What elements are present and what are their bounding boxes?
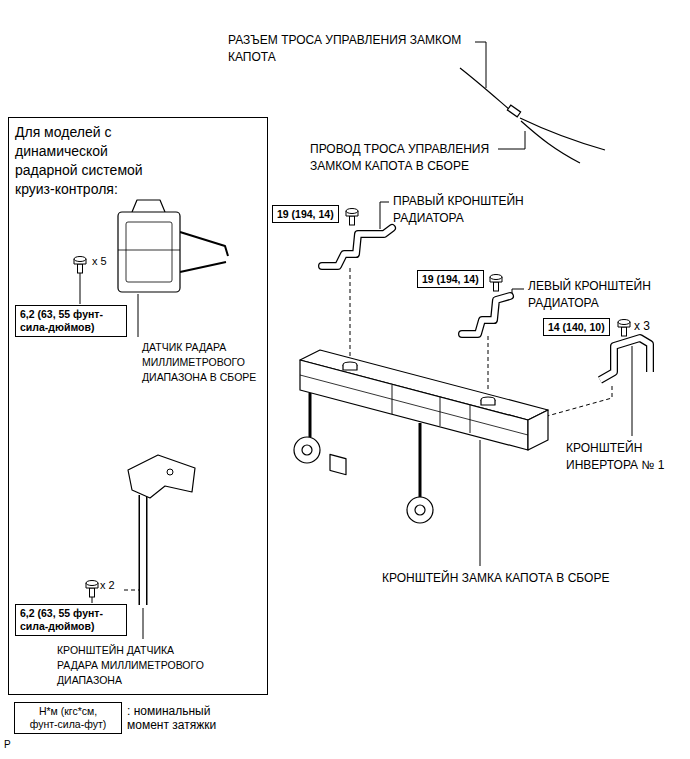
leader-line <box>143 608 144 639</box>
torque-value: Н*м (кгс*см, фунт-сила-фут) <box>27 705 109 731</box>
hood-lock-cable <box>460 68 510 110</box>
part-label: РАЗЪЕМ ТРОСА УПРАВЛЕНИЯ ЗАМКОМ КАПОТА <box>228 32 483 66</box>
leader-line <box>80 272 81 304</box>
sensor-bracket <box>167 469 173 475</box>
leader-line <box>475 42 486 88</box>
leader-line <box>512 289 524 295</box>
radar-sensor <box>118 250 180 251</box>
inverter-bracket <box>600 338 650 380</box>
torque-value: 19 (194, 14) <box>422 272 479 286</box>
assembly-dashed-line <box>350 268 351 356</box>
hood-lock-cable <box>520 118 605 150</box>
torque-value: 19 (194, 14) <box>277 207 334 221</box>
assembly-dashed-line <box>124 268 612 590</box>
leader-line <box>80 42 632 639</box>
radiator-bracket <box>462 296 510 334</box>
sensor-bracket <box>140 495 146 605</box>
torque-spec-box: 14 (140, 10) <box>543 318 610 336</box>
torque-spec-box: 19 (194, 14) <box>272 205 339 223</box>
hood-lock-support <box>309 393 312 437</box>
radiator-bracket <box>322 228 392 266</box>
radar-sensor <box>118 212 180 292</box>
leader-line <box>380 202 389 229</box>
hood-lock-support <box>415 505 425 515</box>
leader-line <box>138 294 139 337</box>
bolt-symbol <box>490 275 502 292</box>
part-label: ДАТЧИК РАДАРА МИЛЛИМЕТРОВОГО ДИАПАЗОНА В… <box>142 340 263 385</box>
hood-lock-support <box>481 400 495 405</box>
hood-lock-support <box>407 497 433 523</box>
inverter-bracket <box>600 338 650 380</box>
leader-line <box>632 346 633 436</box>
legend-explanation: : номинальный момент затяжки <box>127 704 227 732</box>
figure-code: P <box>4 738 11 752</box>
hood-lock-cable <box>507 105 520 117</box>
radiator-bracket <box>322 228 392 266</box>
condition-heading: Для моделей с динамической радарной сист… <box>15 123 155 199</box>
hood-lock-support <box>302 445 312 455</box>
leader-line <box>480 440 481 566</box>
inverter-bracket <box>600 338 650 380</box>
part-label: ПРАВЫЙ КРОНШТЕЙН РАДИАТОРА <box>393 193 543 227</box>
part-label: ЛЕВЫЙ КРОНШТЕЙН РАДИАТОРА <box>528 278 678 312</box>
hood-lock-support <box>330 454 346 474</box>
bolt-symbol <box>86 581 98 598</box>
quantity-label: x 5 <box>92 254 107 269</box>
part-label: ПРОВОД ТРОСА УПРАВЛЕНИЯ ЗАМКОМ КАПОТА В … <box>310 141 515 175</box>
hood-lock-support <box>300 375 528 435</box>
torque-spec-box: 6,2 (63, 55 фунт-сила-дюймов) <box>15 305 127 337</box>
hood-lock-support <box>419 423 422 497</box>
torque-value: 6,2 (63, 55 фунт-сила-дюймов) <box>20 607 122 633</box>
torque-spec-box: 6,2 (63, 55 фунт-сила-дюймов) <box>15 604 127 636</box>
sensor-bracket <box>128 455 195 605</box>
radar-sensor <box>126 222 172 282</box>
torque-value: 6,2 (63, 55 фунт-сила-дюймов) <box>20 308 122 334</box>
radar-sensor <box>118 200 228 292</box>
bolt-symbol <box>74 257 86 274</box>
quantity-label: x 3 <box>634 318 650 335</box>
quantity-label: x 2 <box>100 578 115 593</box>
hood-lock-support <box>294 437 320 463</box>
sensor-bracket <box>128 455 195 498</box>
radar-sensor <box>180 232 228 272</box>
bolt-symbol <box>618 320 630 337</box>
assembly-dashed-line <box>124 590 139 591</box>
part-label: КРОНШТЕЙН ИНВЕРТОРА № 1 <box>566 440 681 474</box>
model-condition-box: Для моделей с динамической радарной сист… <box>8 117 268 695</box>
bolt-symbol <box>346 209 358 226</box>
hood-lock-support <box>392 385 470 433</box>
sensor-bracket <box>139 495 148 605</box>
torque-value: 14 (140, 10) <box>548 320 605 334</box>
torque-spec-box: 19 (194, 14) <box>417 270 484 288</box>
leader-line <box>498 131 525 149</box>
hood-lock-support <box>300 360 528 450</box>
bolt-symbol <box>74 209 630 598</box>
hood-lock-support <box>343 365 357 370</box>
part-label: КРОНШТЕЙН ЗАМКА КАПОТА В СБОРЕ <box>382 570 609 587</box>
torque-legend-box: Н*м (кгс*см, фунт-сила-фут) <box>14 702 122 734</box>
assembly-dashed-line <box>540 386 612 418</box>
radar-sensor <box>132 200 165 212</box>
hood-lock-cable <box>521 121 580 163</box>
hood-lock-support <box>528 410 548 450</box>
radiator-bracket <box>462 296 510 334</box>
radiator-bracket <box>322 228 510 334</box>
hood-lock-support <box>294 350 548 523</box>
assembly-dashed-line <box>488 336 489 392</box>
part-label: КРОНШТЕЙН ДАТЧИКА РАДАРА МИЛЛИМЕТРОВОГО … <box>57 643 215 688</box>
